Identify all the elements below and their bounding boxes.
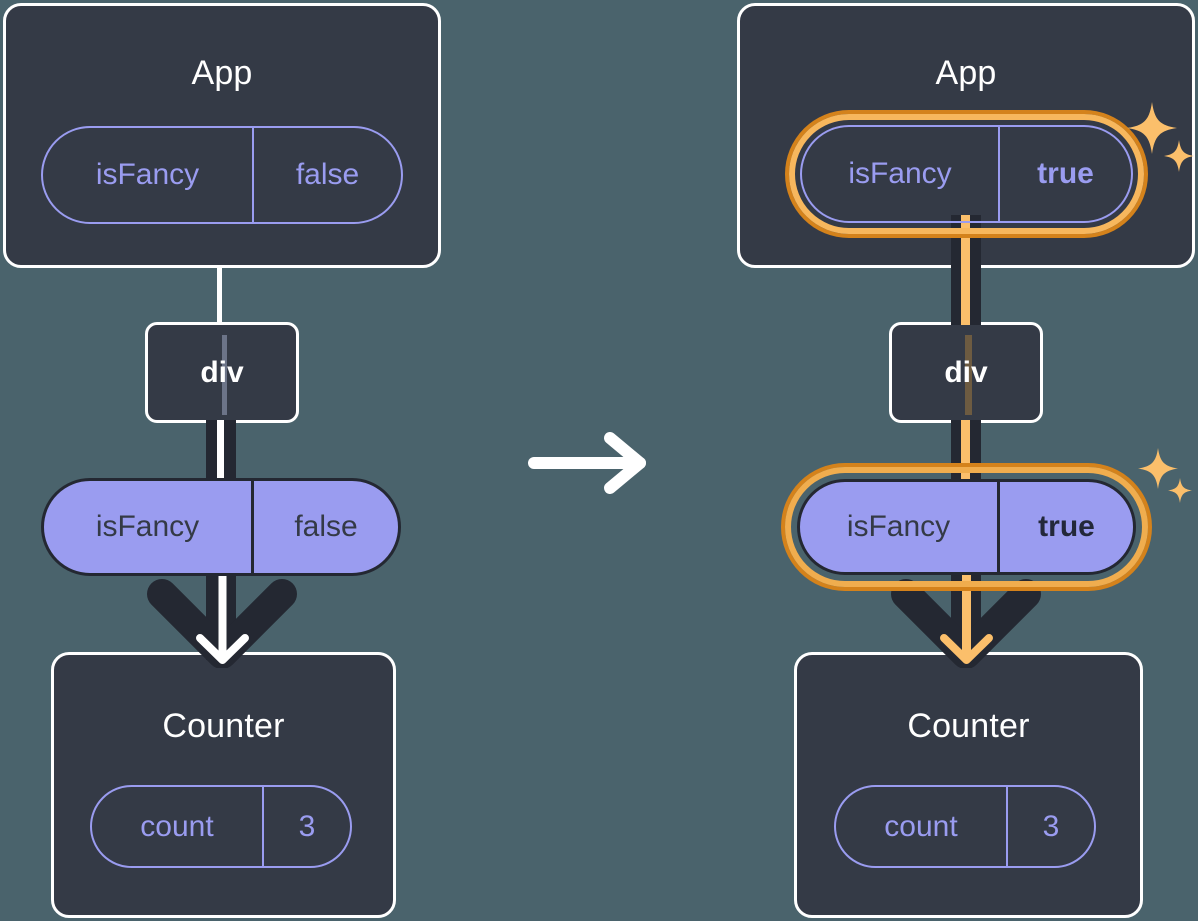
pill-value: 3: [262, 787, 350, 866]
connector-div-to-prop-core-right: [961, 420, 970, 482]
prop-pill-isfancy-right[interactable]: isFancy true: [797, 479, 1136, 575]
highlight-ring-app-right: [789, 114, 1144, 234]
prop-pill-isfancy-left[interactable]: isFancy false: [41, 478, 401, 576]
connector-app-to-div-core-right: [961, 215, 970, 325]
counter-title-right: Counter: [907, 707, 1030, 745]
pill-key: isFancy: [846, 510, 951, 543]
pill-key: isFancy: [95, 510, 200, 543]
node-div-right[interactable]: div: [889, 322, 1043, 423]
state-pill-isfancy-app-left[interactable]: isFancy false: [41, 126, 403, 224]
state-pill-count-left[interactable]: count 3: [90, 785, 352, 868]
sparkle-icon-prop-right: [1136, 444, 1198, 508]
arrow-prop-to-counter-right: [884, 572, 1049, 669]
pill-key: isFancy: [848, 157, 952, 190]
state-pill-isfancy-app-right[interactable]: isFancy true: [800, 125, 1133, 223]
highlight-ring-prop-right: [785, 467, 1148, 587]
connector-div-to-prop-core-left: [217, 420, 224, 482]
div-inner-line-left: [222, 335, 227, 415]
pill-key: count: [884, 809, 958, 843]
pill-value: 3: [1006, 787, 1094, 866]
state-pill-count-right[interactable]: count 3: [834, 785, 1096, 868]
node-div-label-left: div: [200, 355, 244, 389]
pill-key: isFancy: [95, 158, 200, 191]
app-title-left: App: [191, 54, 253, 92]
arrow-prop-to-counter-left: [140, 572, 305, 669]
app-title-right: App: [935, 54, 997, 92]
pill-key: count: [140, 809, 214, 843]
div-inner-line-right: [965, 335, 972, 415]
counter-title-left: Counter: [162, 707, 285, 745]
node-div-label-right: div: [944, 355, 988, 389]
pill-value: false: [251, 481, 398, 573]
connector-app-to-div-left: [217, 266, 222, 324]
pill-value: false: [252, 128, 401, 222]
node-div-left[interactable]: div: [145, 322, 299, 423]
pill-value: true: [998, 127, 1131, 221]
transition-arrow-right-icon: [528, 432, 650, 494]
pill-value: true: [997, 482, 1133, 572]
sparkle-icon-app-right: [1122, 96, 1198, 178]
